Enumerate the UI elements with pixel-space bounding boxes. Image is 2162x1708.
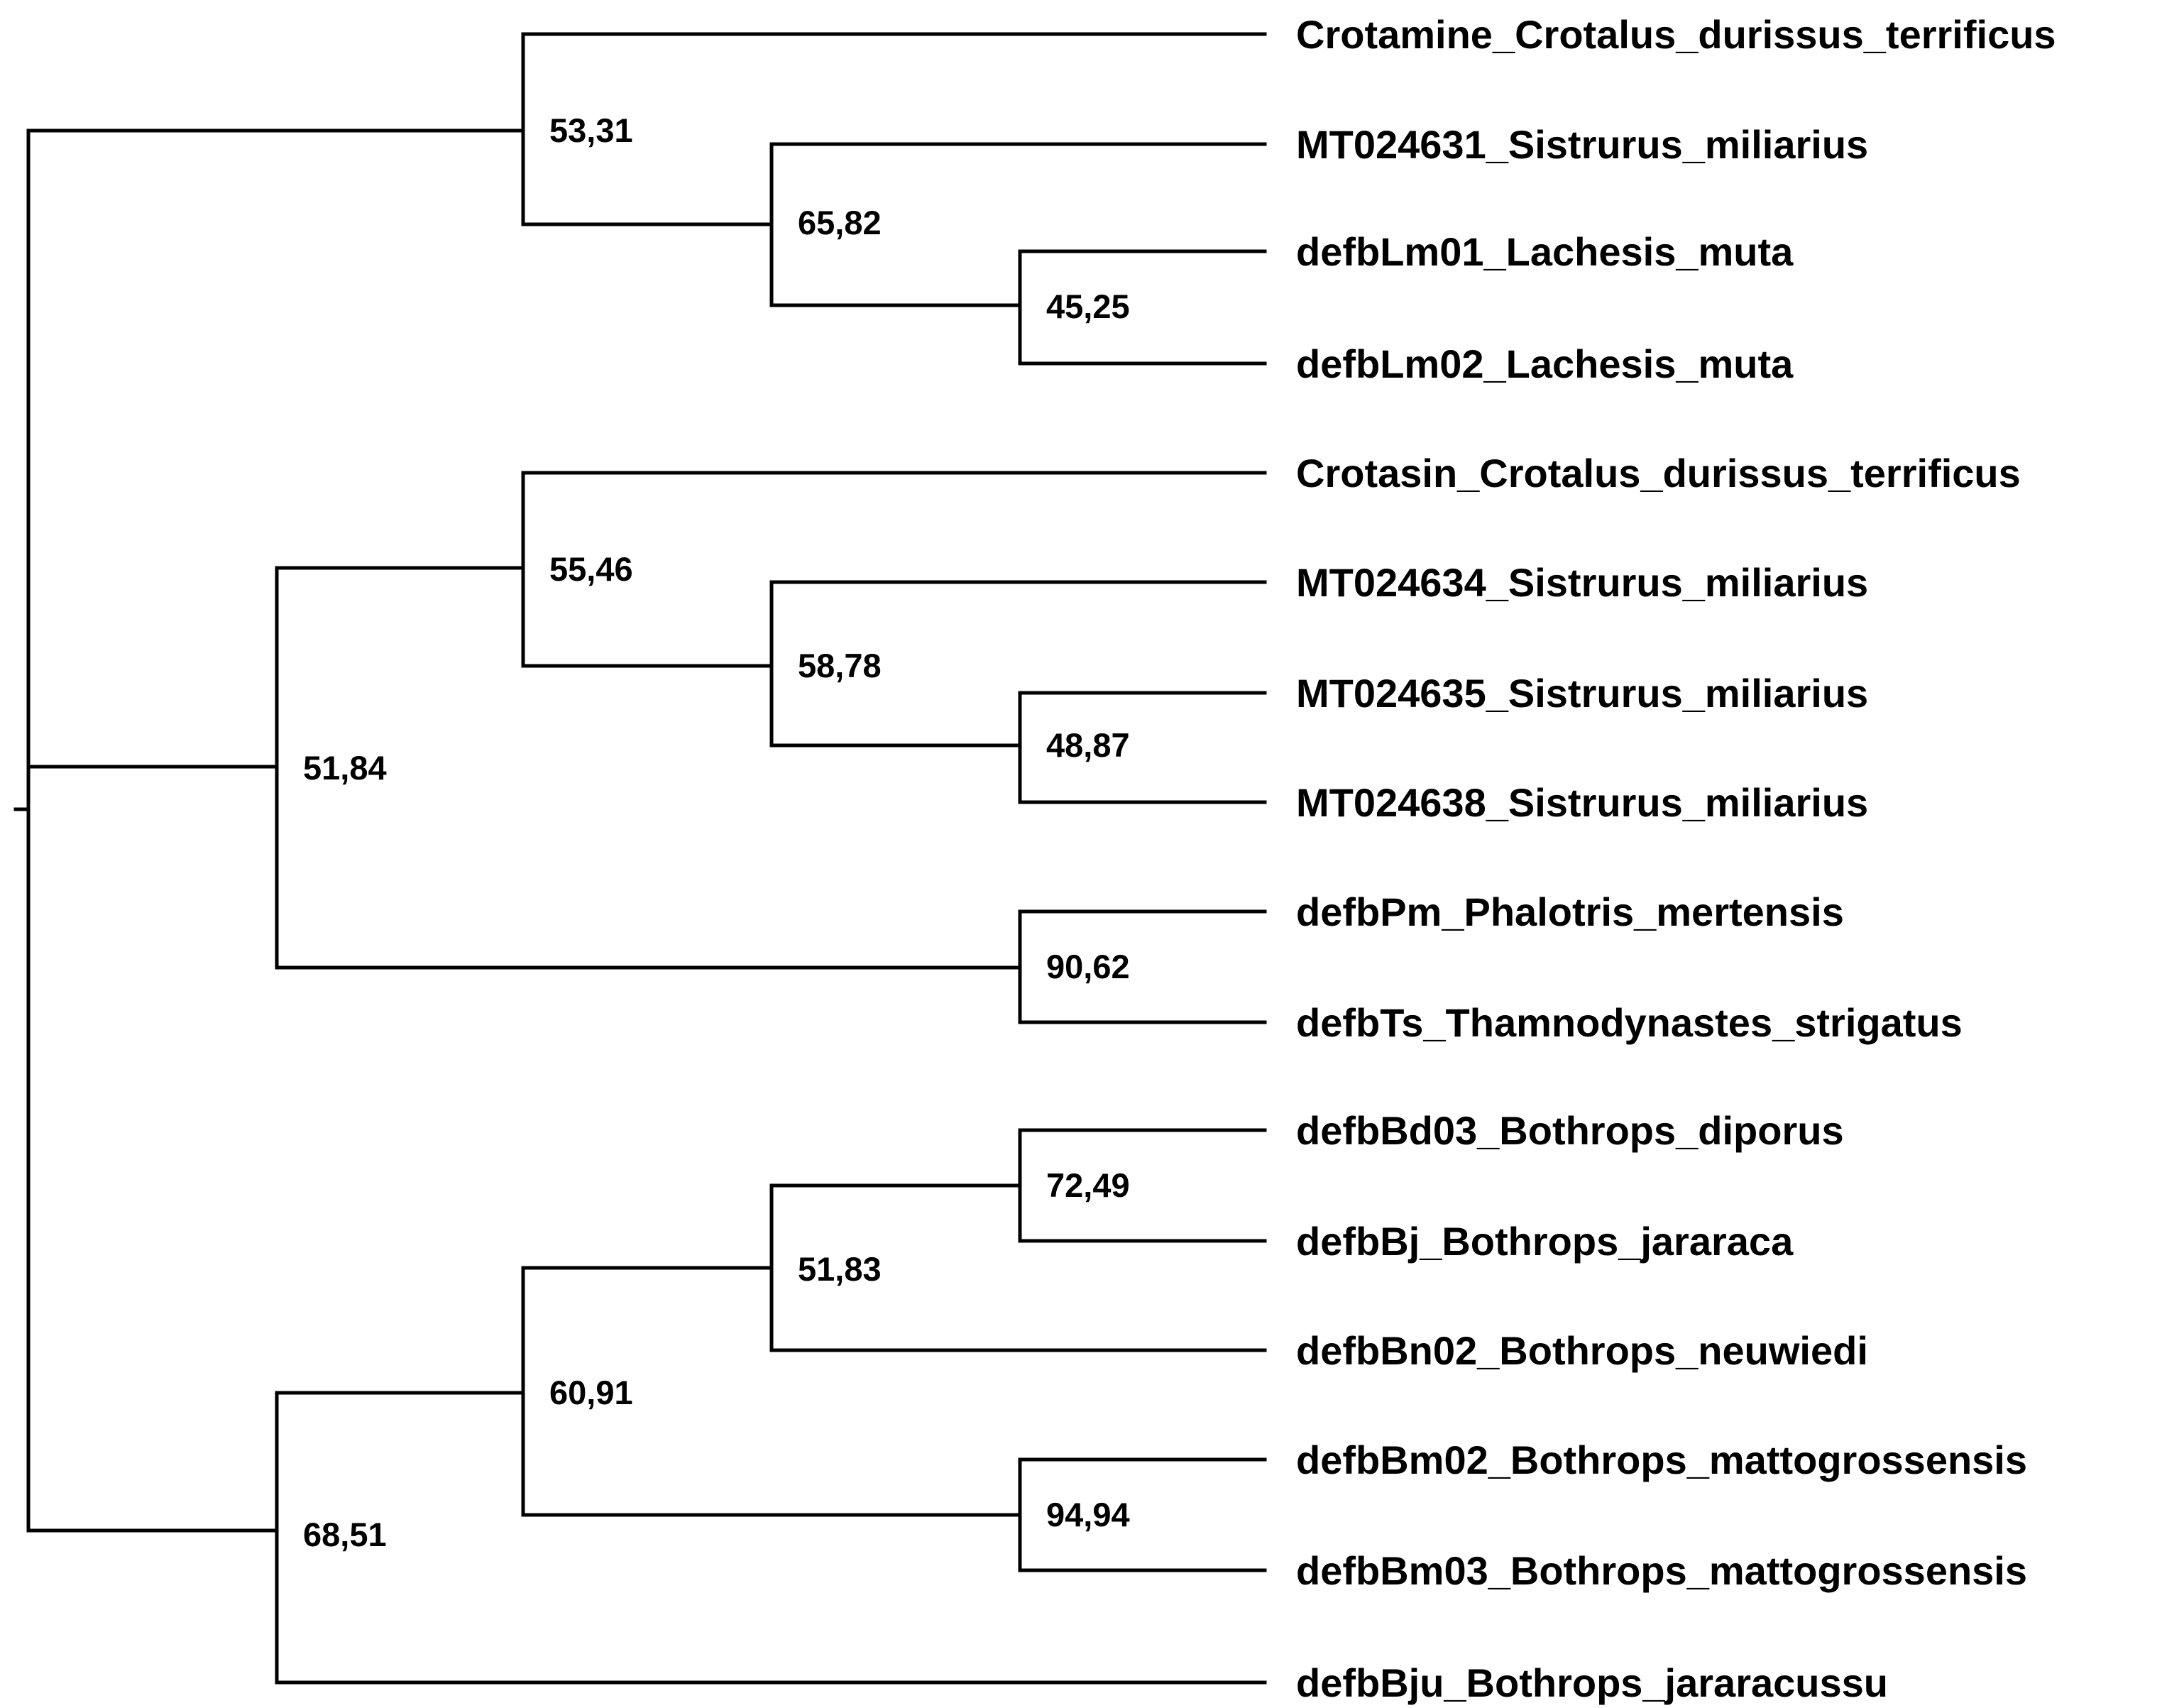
- leaf-label: defbLm01_Lachesis_muta: [1296, 229, 1794, 274]
- support-value: 72,49: [1046, 1166, 1130, 1204]
- support-value: 51,84: [303, 749, 387, 787]
- branch-58-78: [769, 580, 1267, 748]
- support-value: 90,62: [1046, 948, 1130, 985]
- branch-55-46: [521, 471, 1267, 668]
- branch-94-94: [1018, 1457, 1267, 1572]
- leaf-label: Crotamine_Crotalus_durissus_terrificus: [1296, 12, 2056, 57]
- branch-90-62: [1018, 909, 1267, 1024]
- leaf-label: MT024635_Sistrurus_miliarius: [1296, 671, 1868, 716]
- support-value: 55,46: [549, 550, 633, 588]
- branch-51-83: [769, 1183, 1267, 1352]
- leaf-label: defbBn02_Bothrops_neuwiedi: [1296, 1328, 1868, 1373]
- support-value: 53,31: [549, 111, 633, 149]
- leaf-label: defbBj_Bothrops_jararaca: [1296, 1219, 1794, 1264]
- leaf-label: defbTs_Thamnodynastes_strigatus: [1296, 1000, 1963, 1045]
- support-value: 68,51: [303, 1516, 387, 1553]
- leaf-label: MT024634_Sistrurus_miliarius: [1296, 560, 1868, 605]
- support-value: 58,78: [798, 647, 882, 684]
- leaf-label: defbBju_Bothrops_jararacussu: [1296, 1660, 1888, 1705]
- branch-51-84: [275, 566, 1022, 970]
- leaf-label: Crotasin_Crotalus_durissus_terrificus: [1296, 451, 2021, 496]
- leaf-label: defbBm02_Bothrops_mattogrossensis: [1296, 1438, 2027, 1482]
- branch-65-82: [769, 142, 1267, 307]
- leaf-label: defbPm_Phalotris_mertensis: [1296, 889, 1844, 934]
- support-value: 60,91: [549, 1374, 633, 1411]
- leaf-label: defbBd03_Bothrops_diporus: [1296, 1108, 1844, 1153]
- branch-72-49: [1018, 1128, 1267, 1243]
- support-value: 94,94: [1046, 1496, 1130, 1533]
- branch-45-25: [1018, 249, 1267, 366]
- support-value: 45,25: [1046, 288, 1130, 325]
- branch-53-31: [521, 32, 1267, 226]
- support-value: 48,87: [1046, 726, 1130, 764]
- leaf-label: defbLm02_Lachesis_muta: [1296, 341, 1794, 386]
- branch-48-87: [1018, 691, 1267, 804]
- support-value: 65,82: [798, 204, 882, 241]
- support-value: 51,83: [798, 1250, 882, 1288]
- branch-68-51: [275, 1391, 1267, 1685]
- leaf-label: defbBm03_Bothrops_mattogrossensis: [1296, 1548, 2027, 1593]
- support-values: 53,31 65,82 45,25 51,84 55,46 58,78 48,8…: [303, 111, 1130, 1553]
- leaf-label: MT024631_Sistrurus_miliarius: [1296, 122, 1868, 167]
- tree-branches: [13, 32, 1267, 1685]
- leaf-label: MT024638_Sistrurus_miliarius: [1296, 780, 1868, 825]
- root-branch: [26, 128, 525, 1533]
- leaf-labels: Crotamine_Crotalus_durissus_terrificus M…: [1296, 12, 2056, 1705]
- branch-60-91: [521, 1266, 1022, 1517]
